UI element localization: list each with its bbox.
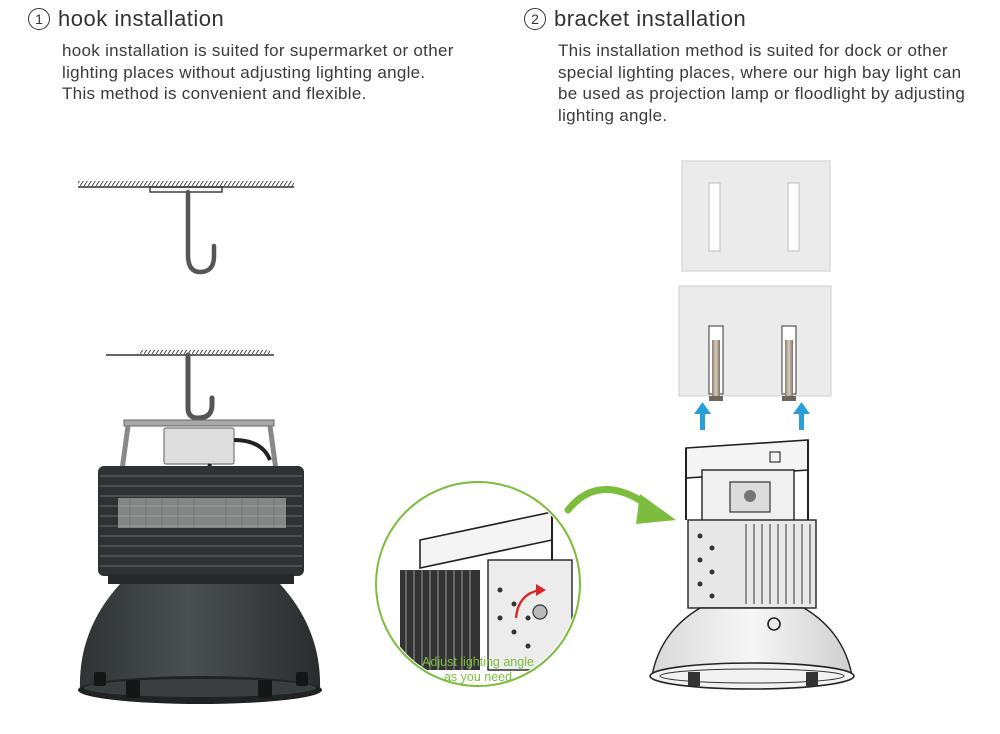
callout-caption-line1: Adjust lighting angle (398, 655, 558, 670)
callout-caption-line2: as you need (398, 670, 558, 685)
ceiling-hook-diagram (78, 181, 294, 272)
green-arrow-icon (568, 489, 676, 524)
mounting-plate-top (682, 161, 830, 271)
callout-caption: Adjust lighting angle as you need (398, 655, 558, 685)
up-arrow-icon (694, 402, 810, 430)
hook-mounted-lamp (78, 350, 322, 704)
bracket-mounted-lamp (650, 440, 854, 689)
mounting-plate-bolts (679, 286, 831, 401)
